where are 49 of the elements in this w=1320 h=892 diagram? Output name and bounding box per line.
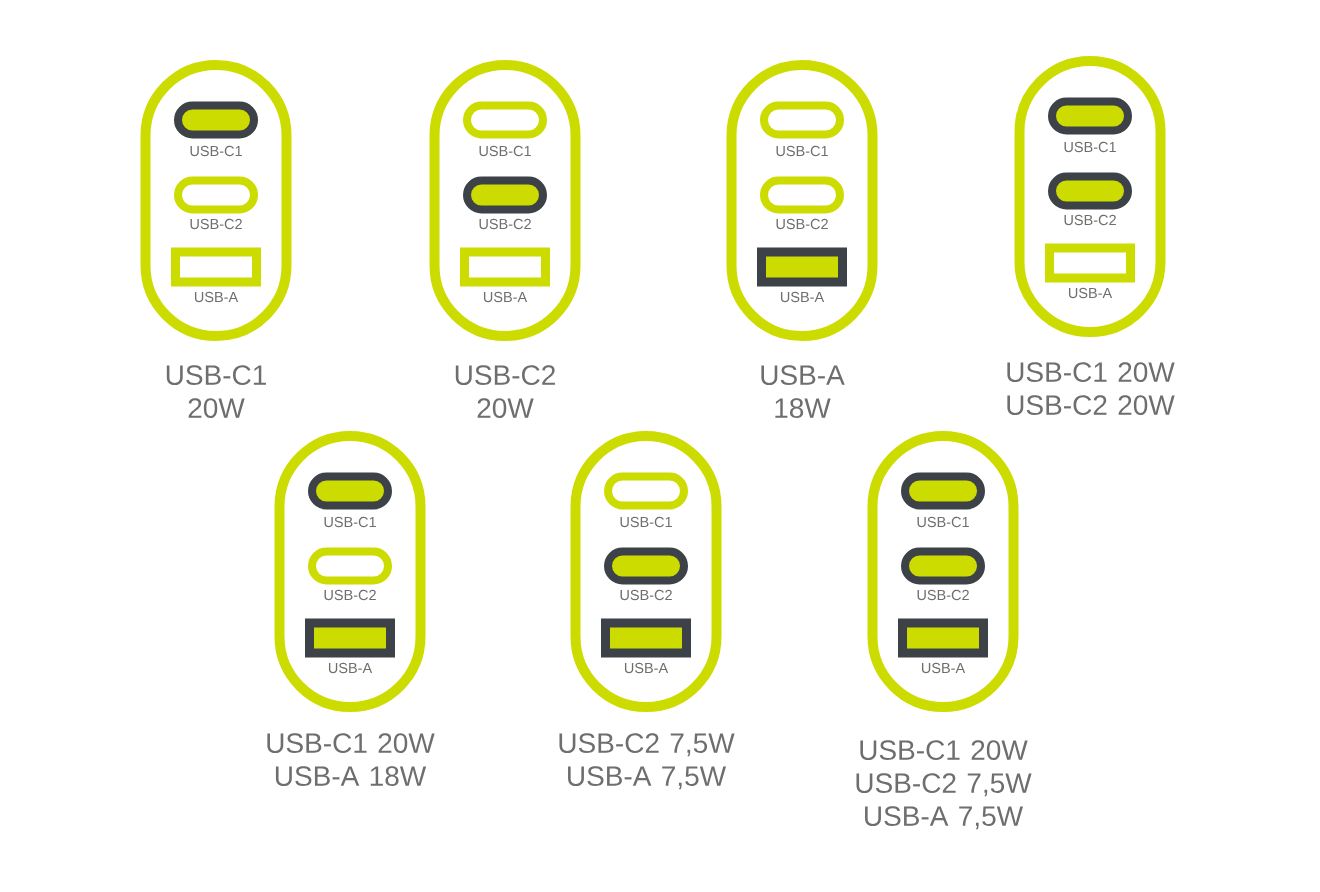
port-label: USB-C1 — [479, 145, 531, 157]
port-label: USB-C2 — [190, 218, 242, 230]
port-label: USB-A — [780, 291, 825, 303]
port-label: USB-A — [328, 662, 373, 674]
port-label: USB-C2 — [1064, 214, 1116, 226]
port-label: USB-C1 — [190, 145, 242, 157]
wattage-label: USB-C1 20W USB-C2 7,5W USB-A 7,5W — [856, 740, 1032, 830]
usb-a-port — [898, 618, 988, 658]
wattage-label: USB-C2 7,5W USB-A 7,5W — [559, 733, 735, 790]
port-label: USB-C2 — [917, 589, 969, 601]
port-label: USB-A — [483, 291, 528, 303]
usb-c-port — [604, 547, 688, 585]
port-label: USB-A — [194, 291, 239, 303]
usb-c-port — [463, 176, 547, 214]
usb-c-port — [308, 472, 392, 510]
usb-c-port — [308, 547, 392, 585]
usb-a-port — [757, 247, 847, 287]
usb-a-port — [171, 247, 261, 287]
port-label: USB-C1 — [776, 145, 828, 157]
usb-c-port — [760, 176, 844, 214]
wattage-label: USB-C1 20W USB-C2 20W — [1007, 362, 1175, 415]
port-label: USB-C2 — [479, 218, 531, 230]
usb-c-port — [174, 101, 258, 139]
usb-a-port — [1045, 243, 1135, 283]
usb-c-port — [760, 101, 844, 139]
usb-c-port — [463, 101, 547, 139]
usb-a-port — [460, 247, 550, 287]
wattage-label: USB-C2 20W — [455, 365, 555, 418]
usb-c-port — [174, 176, 258, 214]
port-label: USB-C1 — [324, 516, 376, 528]
port-label: USB-A — [624, 662, 669, 674]
wattage-label: USB-C1 20W USB-A 18W — [267, 733, 435, 787]
port-label: USB-A — [921, 662, 966, 674]
usb-c-port — [1048, 172, 1132, 210]
port-label: USB-C2 — [324, 589, 376, 601]
port-label: USB-C1 — [1064, 141, 1116, 153]
port-label: USB-C1 — [917, 516, 969, 528]
port-label: USB-C2 — [620, 589, 672, 601]
wattage-label: USB-A 18W — [761, 365, 845, 418]
usb-a-port — [601, 618, 691, 658]
usb-c-port — [604, 472, 688, 510]
usb-a-port — [305, 618, 395, 658]
port-label: USB-C1 — [620, 516, 672, 528]
port-label: USB-C2 — [776, 218, 828, 230]
wattage-label: USB-C1 20W — [166, 365, 266, 418]
usb-c-port — [901, 547, 985, 585]
usb-c-port — [1048, 97, 1132, 135]
port-label: USB-A — [1068, 287, 1113, 299]
usb-c-port — [901, 472, 985, 510]
